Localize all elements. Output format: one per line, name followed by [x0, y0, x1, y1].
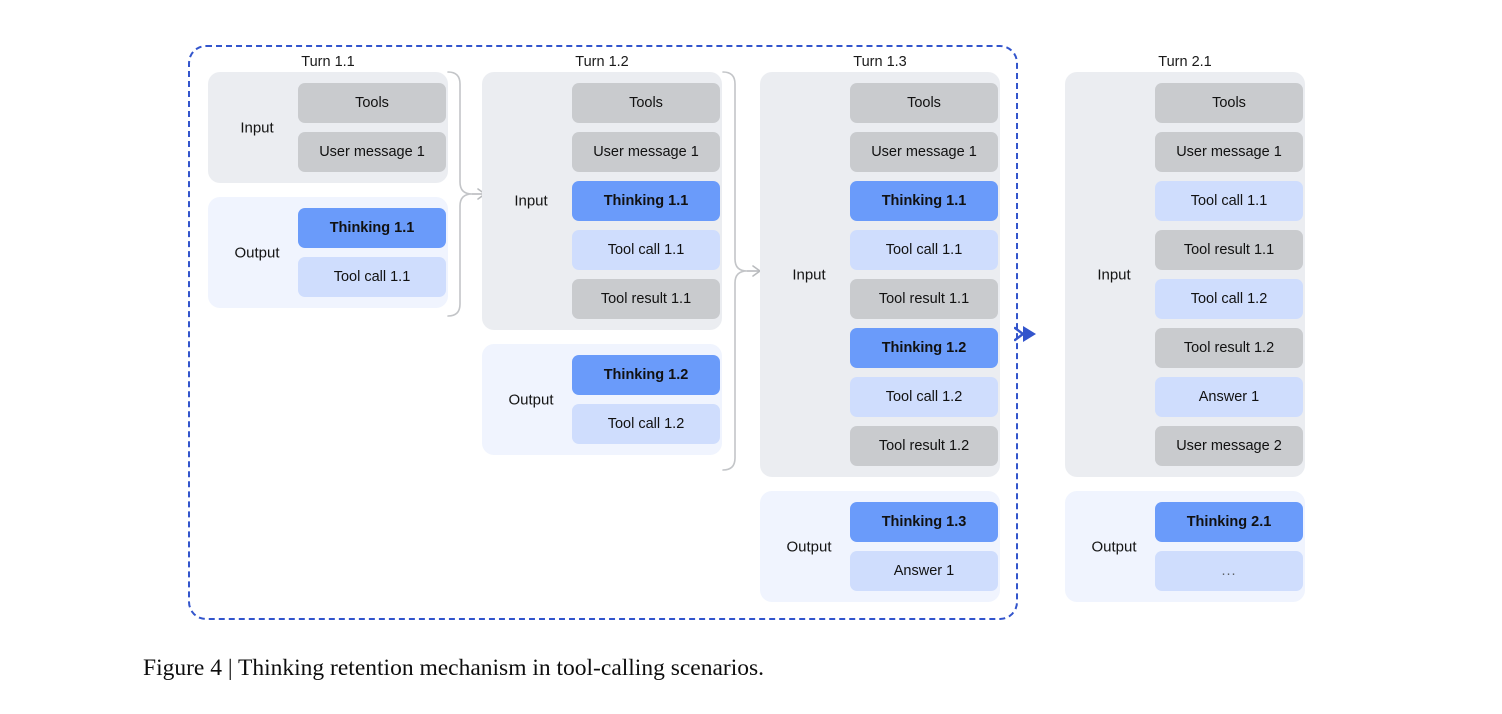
chip-item[interactable]: Tools — [850, 83, 998, 123]
chip-item[interactable]: Thinking 1.2 — [572, 355, 720, 395]
output-section-label: Output — [508, 391, 554, 408]
chip-item[interactable]: Answer 1 — [850, 551, 998, 591]
turn-title: Turn 2.1 — [1158, 54, 1212, 70]
turn-column-2: Turn 1.2 Input Tools User message 1 Thin… — [482, 52, 722, 455]
turn-1-group-box — [188, 45, 1018, 620]
chip-item[interactable]: Tool call 1.1 — [298, 257, 446, 297]
chip-item[interactable]: User message 1 — [298, 132, 446, 172]
input-section-label: Input — [1097, 266, 1131, 283]
chip-item[interactable]: Thinking 1.1 — [572, 181, 720, 221]
chip-item[interactable]: ... — [1155, 551, 1303, 591]
section-gap — [208, 183, 448, 197]
chip-item[interactable]: User message 1 — [850, 132, 998, 172]
section-gap — [1065, 477, 1305, 491]
input-chip-list: Tools User message 1 Tool call 1.1 Tool … — [1155, 83, 1303, 466]
input-section-label: Input — [792, 266, 826, 283]
turn-column-4: Turn 2.1 Input Tools User message 1 Tool… — [1065, 52, 1305, 602]
chip-item[interactable]: Tool call 1.2 — [850, 377, 998, 417]
input-section-label: Input — [514, 192, 548, 210]
chip-item[interactable]: Thinking 1.3 — [850, 502, 998, 542]
chip-item[interactable]: Tool result 1.1 — [850, 279, 998, 319]
chip-item[interactable]: Thinking 1.1 — [298, 208, 446, 248]
chip-item[interactable]: User message 1 — [1155, 132, 1303, 172]
input-chip-list: Tools User message 1 — [298, 83, 446, 172]
output-section: Output Thinking 1.2 Tool call 1.2 — [482, 344, 722, 455]
chip-item[interactable]: Thinking 1.1 — [850, 181, 998, 221]
input-section: Input Tools User message 1 Thinking 1.1 … — [482, 72, 722, 330]
output-chip-list: Thinking 1.2 Tool call 1.2 — [572, 355, 720, 444]
output-section: Output Thinking 1.1 Tool call 1.1 — [208, 197, 448, 308]
chip-item[interactable]: Tool result 1.1 — [1155, 230, 1303, 270]
output-section-label: Output — [786, 538, 832, 555]
chip-item[interactable]: Thinking 1.2 — [850, 328, 998, 368]
input-section: Input Tools User message 1 Thinking 1.1 … — [760, 72, 1000, 477]
chip-item[interactable]: Thinking 2.1 — [1155, 502, 1303, 542]
chip-item[interactable]: Tool result 1.2 — [1155, 328, 1303, 368]
cut-off-text-sliver — [140, 0, 1040, 2]
input-chip-list: Tools User message 1 Thinking 1.1 Tool c… — [572, 83, 720, 319]
output-section-label: Output — [234, 244, 280, 261]
chip-item[interactable]: Tool call 1.1 — [572, 230, 720, 270]
turn-title: Turn 1.1 — [301, 54, 355, 70]
chip-item[interactable]: Tool call 1.1 — [850, 230, 998, 270]
section-gap — [482, 330, 722, 344]
chip-item[interactable]: User message 2 — [1155, 426, 1303, 466]
chip-item[interactable]: Tool result 1.1 — [572, 279, 720, 319]
output-chip-list: Thinking 1.1 Tool call 1.1 — [298, 208, 446, 297]
input-chip-list: Tools User message 1 Thinking 1.1 Tool c… — [850, 83, 998, 466]
input-section: Input Tools User message 1 — [208, 72, 448, 183]
chip-item[interactable]: User message 1 — [572, 132, 720, 172]
chip-item[interactable]: Tools — [298, 83, 446, 123]
turn-column-3: Turn 1.3 Input Tools User message 1 Thin… — [760, 52, 1000, 602]
chip-item[interactable]: Tool call 1.1 — [1155, 181, 1303, 221]
output-section-label: Output — [1091, 538, 1137, 555]
chip-item[interactable]: Tool result 1.2 — [850, 426, 998, 466]
chip-item[interactable]: Tool call 1.2 — [1155, 279, 1303, 319]
section-gap — [760, 477, 1000, 491]
chip-item[interactable]: Tool call 1.2 — [572, 404, 720, 444]
flow-arrow-icon — [1014, 326, 1036, 342]
output-section: Output Thinking 1.3 Answer 1 — [760, 491, 1000, 602]
output-chip-list: Thinking 2.1 ... — [1155, 502, 1303, 591]
chip-item[interactable]: Tools — [1155, 83, 1303, 123]
output-chip-list: Thinking 1.3 Answer 1 — [850, 502, 998, 591]
output-section: Output Thinking 2.1 ... — [1065, 491, 1305, 602]
turn-title: Turn 1.3 — [853, 54, 907, 70]
input-section: Input Tools User message 1 Tool call 1.1… — [1065, 72, 1305, 477]
turn-title: Turn 1.2 — [575, 54, 629, 70]
chip-item[interactable]: Answer 1 — [1155, 377, 1303, 417]
figure-caption: Figure 4 | Thinking retention mechanism … — [143, 655, 765, 681]
turn-column-1: Turn 1.1 Input Tools User message 1 Outp… — [208, 52, 448, 308]
chip-item[interactable]: Tools — [572, 83, 720, 123]
input-section-label: Input — [240, 119, 274, 136]
